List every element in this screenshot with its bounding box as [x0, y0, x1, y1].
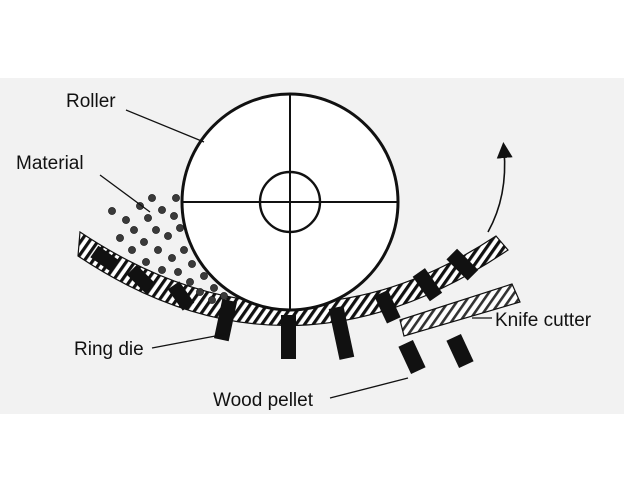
wood-pellets [398, 334, 474, 374]
leader-line-material [99, 174, 151, 213]
label-wood-pellet: Wood pellet [213, 390, 313, 411]
label-ring-die: Ring die [74, 339, 144, 360]
leader-lines [99, 109, 492, 399]
knife-cutter-blade [399, 283, 521, 337]
label-knife-cutter: Knife cutter [495, 310, 592, 331]
material-particles [108, 194, 228, 304]
label-material: Material [16, 153, 84, 174]
leader-line-wood-pellet [329, 377, 409, 399]
leader-line-ring-die [151, 333, 227, 349]
die-hole-blocks [90, 245, 479, 360]
roller-hub [258, 170, 322, 234]
leader-line-roller [125, 109, 205, 143]
rotation-arrow [487, 142, 513, 233]
label-roller: Roller [66, 91, 116, 112]
